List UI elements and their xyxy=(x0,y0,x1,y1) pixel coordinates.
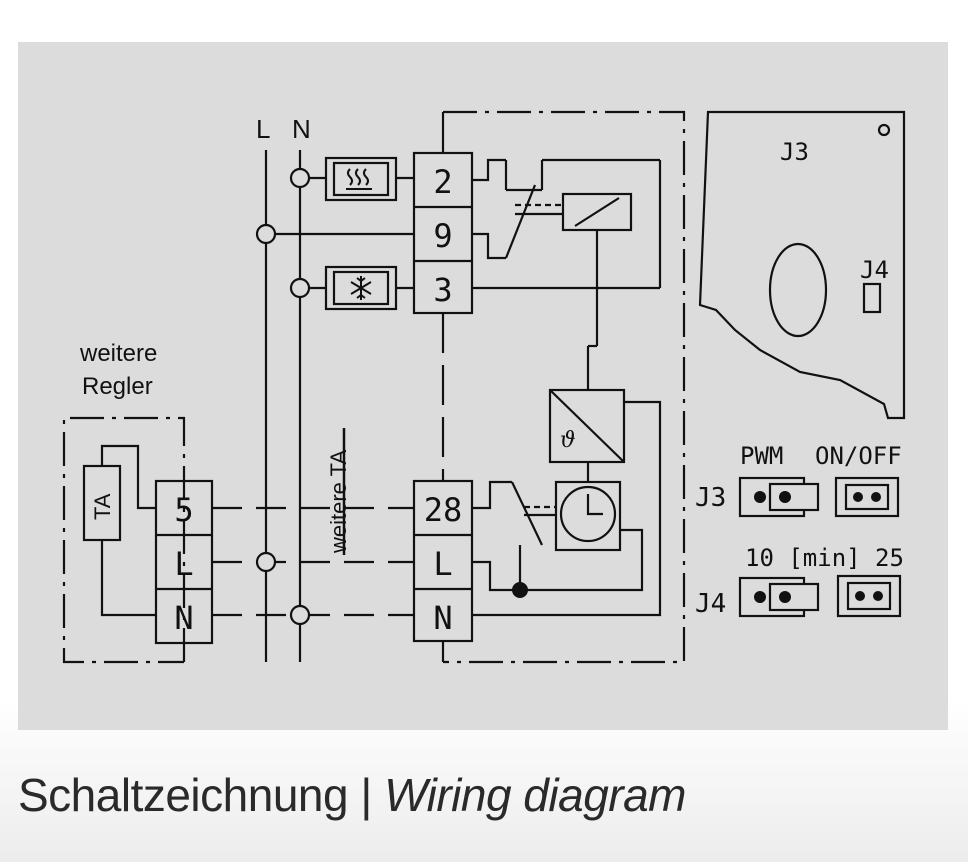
pcb-outline xyxy=(698,110,906,420)
caption-german: Schaltzeichnung xyxy=(18,769,349,821)
j4-jumper-25min xyxy=(836,574,902,618)
j3-jumper-pwm xyxy=(738,476,820,518)
aux-sensor-label: TA xyxy=(90,493,115,520)
connection-node xyxy=(255,551,277,573)
connection-node xyxy=(255,223,277,245)
connection-node xyxy=(289,277,311,299)
figure-caption: Schaltzeichnung | Wiring diagram xyxy=(18,768,686,822)
connection-node xyxy=(289,604,311,626)
terminal-3: 3 xyxy=(433,271,452,309)
aux-terminal-block xyxy=(154,479,214,645)
caption-separator: | xyxy=(360,769,372,821)
pcb-label-j4: J4 xyxy=(860,256,889,284)
connection-node xyxy=(289,167,311,189)
aux-terminal-l: L xyxy=(174,545,193,583)
aux-terminal-5: 5 xyxy=(174,491,193,529)
terminal-l: L xyxy=(433,545,452,583)
j4-jumper-10min xyxy=(738,576,820,618)
wiring-diagram: L N 2 9 3 28 L N xyxy=(62,110,906,664)
j4-header: 10 [min] 25 xyxy=(745,544,904,572)
terminal-28: 28 xyxy=(424,491,463,529)
bus-label-l: L xyxy=(256,114,270,144)
snowflake-icon xyxy=(350,276,372,300)
relay-contact xyxy=(472,158,662,290)
caption-english: Wiring diagram xyxy=(384,769,686,821)
aux-title-line2: Regler xyxy=(82,373,153,400)
heating-icon xyxy=(346,168,372,190)
pcb-label-j3: J3 xyxy=(780,138,809,166)
bus-label-weitere-ta: weitere TA xyxy=(326,450,351,554)
junction-dot xyxy=(512,582,528,598)
j3-jumper-onoff xyxy=(834,476,900,518)
terminal-n: N xyxy=(433,599,452,637)
aux-terminal-n: N xyxy=(174,599,193,637)
j3-option-pwm: PWM xyxy=(740,442,783,470)
aux-title-line1: weitere xyxy=(79,340,157,367)
pcb-j4-pad xyxy=(862,282,882,314)
heating-actuator-box xyxy=(324,156,398,202)
clock-icon xyxy=(554,480,622,552)
pcb-oval-slot xyxy=(768,242,828,338)
aux-outline xyxy=(62,416,186,664)
terminal-2: 2 xyxy=(433,163,452,201)
j3-label: J3 xyxy=(695,483,726,513)
j3-option-onoff: ON/OFF xyxy=(815,442,902,470)
terminal-9: 9 xyxy=(433,217,452,255)
mounting-hole xyxy=(877,123,891,137)
j4-label: J4 xyxy=(695,589,726,619)
bus-label-n: N xyxy=(292,114,311,144)
theta-icon: ϑ xyxy=(560,428,576,453)
device-outline xyxy=(443,110,686,664)
